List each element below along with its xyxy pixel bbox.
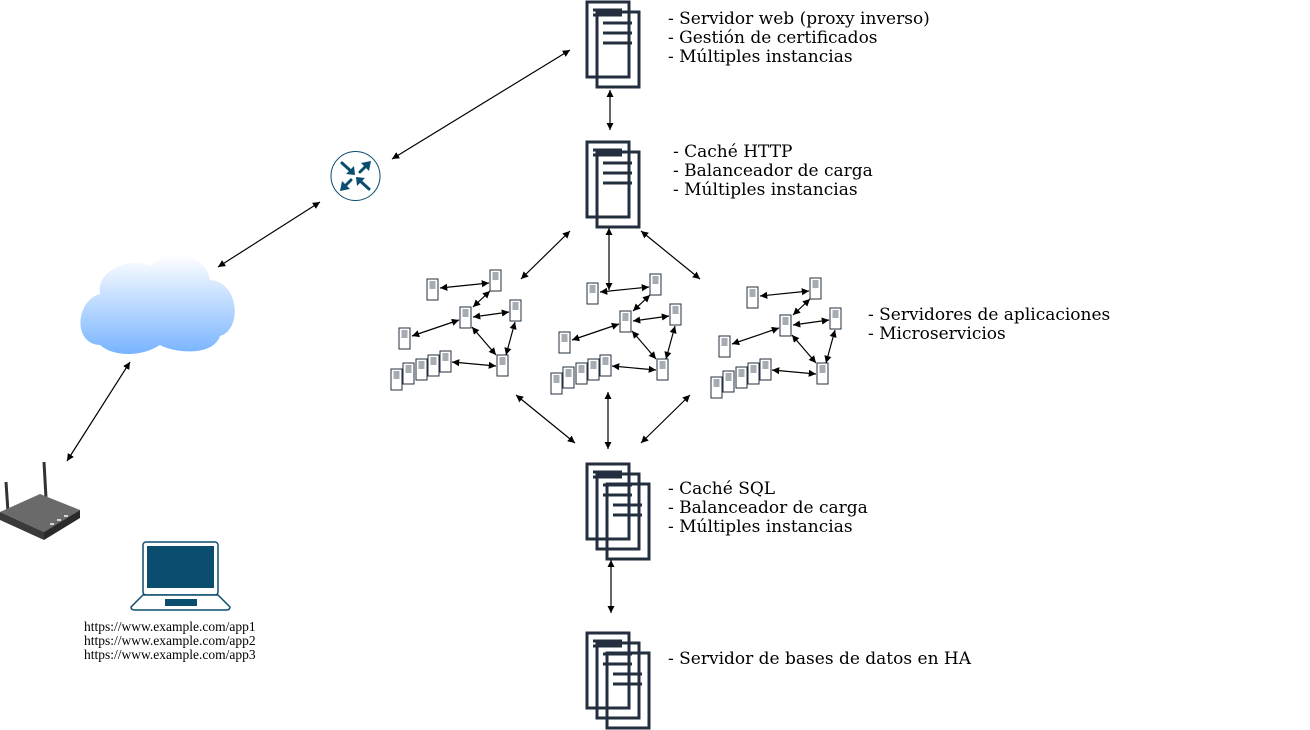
connection-arrow — [771, 367, 817, 377]
web-server-line-3: - Múltiples instancias — [668, 47, 853, 67]
connection-arrow — [792, 298, 811, 316]
connection-arrow — [759, 288, 810, 299]
connection-arrow — [664, 325, 677, 360]
http-cache-line-3: - Múltiples instancias — [673, 180, 858, 200]
connection-arrow — [599, 284, 650, 295]
app-clusters — [390, 269, 842, 399]
connection-arrow — [640, 230, 701, 280]
app-servers-label: - Servidores de aplicaciones - Microserv… — [868, 306, 1110, 344]
mini-server-icon — [402, 362, 415, 385]
connection-arrow — [515, 394, 576, 444]
sql-cache-line-3: - Múltiples instancias — [668, 517, 853, 537]
web-server-icon — [585, 0, 641, 89]
connection-arrow — [472, 309, 510, 320]
mini-server-icon — [398, 327, 411, 350]
connection-arrow — [731, 326, 780, 346]
connection-arrow — [472, 290, 491, 308]
mini-server-icon — [439, 350, 452, 373]
web-server-line-2: - Gestión de certificados — [668, 28, 878, 48]
database-server-icon — [585, 631, 651, 730]
mini-server-icon — [459, 306, 472, 329]
mini-server-icon — [599, 354, 612, 377]
mini-server-icon — [669, 303, 682, 326]
http-cache-line-2: - Balanceador de carga — [673, 161, 873, 181]
http-cache-line-1: - Caché HTTP — [673, 142, 793, 162]
connection-arrow — [439, 280, 490, 291]
sql-cache-line-2: - Balanceador de carga — [668, 498, 868, 518]
mini-server-icon — [550, 372, 563, 395]
mini-server-icon — [747, 362, 760, 385]
database-line-1: - Servidor de bases de datos en HA — [668, 649, 972, 669]
sql-cache-label: - Caché SQL - Balanceador de carga - Múl… — [668, 480, 868, 537]
mini-server-icon — [390, 368, 403, 391]
connection-arrow — [824, 329, 837, 364]
mini-server-icon — [426, 278, 439, 301]
connection-arrow — [391, 49, 571, 160]
mini-server-icon — [587, 358, 600, 381]
mini-server-icon — [509, 299, 522, 322]
connection-arrow — [571, 322, 620, 342]
mini-server-icon — [649, 273, 662, 296]
mini-server-icon — [619, 310, 632, 333]
sql-cache-server-icon — [585, 462, 651, 561]
connection-arrow — [504, 321, 517, 356]
connection-arrow — [471, 326, 497, 356]
sql-cache-line-1: - Caché SQL — [668, 479, 776, 499]
url-item-1[interactable]: https://www.example.com/app1 — [84, 619, 256, 634]
url-item-3[interactable]: https://www.example.com/app3 — [84, 647, 256, 662]
connection-arrow — [411, 318, 460, 338]
http-cache-server-icon — [585, 140, 641, 229]
connection-arrow — [791, 334, 817, 364]
database-label: - Servidor de bases de datos en HA — [668, 650, 971, 669]
mini-server-icon — [829, 307, 842, 330]
connection-arrow — [520, 230, 571, 280]
wifi-router-icon — [0, 461, 80, 540]
internet-cloud-icon — [80, 255, 235, 355]
mini-server-icon — [722, 370, 735, 393]
mini-server-icon — [427, 354, 440, 377]
connection-arrow — [632, 294, 651, 312]
app-servers-line-1: - Servidores de aplicaciones — [868, 305, 1111, 325]
connection-arrow — [632, 313, 670, 324]
router-icon — [330, 151, 381, 201]
mini-server-icon — [759, 358, 772, 381]
mini-server-icon — [558, 331, 571, 354]
mini-server-icon — [489, 269, 502, 292]
connection-arrows — [66, 49, 837, 613]
mini-server-icon — [746, 286, 759, 309]
connection-arrow — [66, 361, 131, 462]
web-server-line-1: - Servidor web (proxy inverso) — [668, 9, 930, 29]
mini-server-icon — [656, 358, 669, 381]
laptop-icon — [130, 541, 231, 611]
mini-server-icon — [586, 282, 599, 305]
mini-server-icon — [415, 358, 428, 381]
mini-server-icon — [718, 335, 731, 358]
mini-server-icon — [575, 362, 588, 385]
connection-arrow — [640, 394, 691, 444]
app-servers-line-2: - Microservicios — [868, 324, 1006, 344]
connection-arrow — [217, 201, 321, 268]
url-item-2[interactable]: https://www.example.com/app2 — [84, 633, 256, 648]
mini-server-icon — [562, 366, 575, 389]
mini-server-icon — [496, 354, 509, 377]
mini-server-icon — [816, 362, 829, 385]
mini-server-icon — [735, 366, 748, 389]
http-cache-label: - Caché HTTP - Balanceador de carga - Mú… — [673, 143, 873, 200]
connection-arrow — [611, 363, 657, 373]
mini-server-icon — [779, 314, 792, 337]
connection-arrow — [451, 359, 497, 369]
mini-server-icon — [809, 277, 822, 300]
connection-arrow — [631, 330, 657, 360]
web-server-label: - Servidor web (proxy inverso) - Gestión… — [668, 10, 930, 67]
url-list: https://www.example.com/app1 https://www… — [84, 620, 256, 662]
connection-arrow — [792, 317, 830, 328]
mini-server-icon — [710, 376, 723, 399]
